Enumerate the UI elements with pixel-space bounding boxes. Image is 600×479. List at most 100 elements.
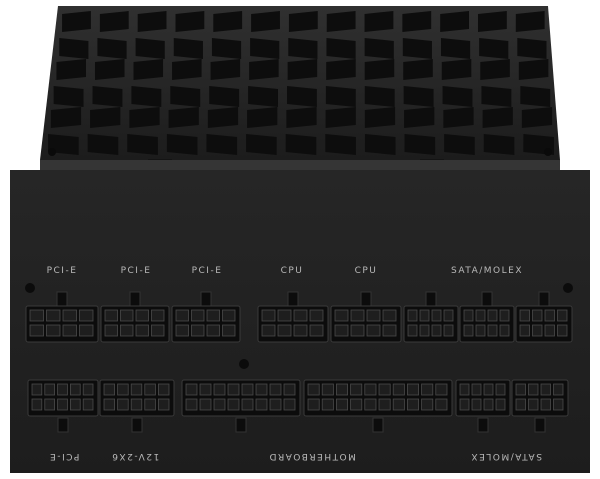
connector-pin bbox=[31, 398, 43, 411]
fan-grill-slot bbox=[288, 11, 318, 32]
connector-pin bbox=[321, 398, 334, 411]
fan-grill-slot bbox=[364, 107, 396, 128]
connector-latch bbox=[360, 291, 372, 307]
connector-pin bbox=[70, 383, 81, 396]
connector-pin bbox=[532, 324, 543, 337]
connector-pin bbox=[199, 398, 212, 411]
connector-pin bbox=[528, 398, 539, 411]
fan-grill-slot bbox=[517, 38, 547, 59]
connector-pin bbox=[130, 398, 143, 411]
fan-grill-slot bbox=[170, 86, 201, 107]
connector-pin bbox=[392, 383, 405, 396]
connector-pin bbox=[540, 383, 551, 396]
label-12v-2x6: 12V-2X6 bbox=[111, 451, 159, 461]
fan-grill-slot bbox=[326, 38, 356, 59]
connector-pin bbox=[483, 383, 494, 396]
fan-grill-slot bbox=[402, 38, 432, 59]
connector-pin bbox=[421, 383, 434, 396]
fan-grill-slot bbox=[209, 86, 240, 107]
fan-grill-slot bbox=[515, 11, 545, 32]
connector-pin bbox=[487, 309, 498, 322]
connector-pin bbox=[495, 383, 506, 396]
label-motherboard: MOTHERBOARD bbox=[268, 451, 356, 461]
connector-latch bbox=[425, 291, 437, 307]
fan-grill-slot bbox=[99, 11, 129, 32]
connector-pin bbox=[515, 398, 526, 411]
connector-pin bbox=[57, 383, 68, 396]
fan-grill-slot bbox=[127, 134, 158, 155]
connector-pin bbox=[79, 309, 94, 322]
connector-pin bbox=[350, 398, 363, 411]
fan-grill-slot bbox=[287, 59, 318, 80]
connector-pin bbox=[309, 309, 324, 322]
connector-latch bbox=[287, 291, 299, 307]
connector-pin bbox=[392, 398, 405, 411]
label-pcie-3: PCI-E bbox=[192, 266, 223, 276]
connector-pin bbox=[277, 324, 292, 337]
fan-grill-slot bbox=[137, 11, 167, 32]
connector-pin bbox=[419, 309, 430, 322]
connector-pin bbox=[443, 309, 454, 322]
fan-grill-slot bbox=[520, 86, 551, 107]
fan-grill-slot bbox=[92, 86, 123, 107]
fan-grill-slot bbox=[173, 38, 203, 59]
fan-grill-slot bbox=[444, 134, 475, 155]
connector-pin bbox=[443, 324, 454, 337]
fan-grill-slot bbox=[175, 11, 205, 32]
fan-grill-slot bbox=[440, 11, 469, 32]
case-edge bbox=[40, 160, 560, 170]
connector-latch bbox=[538, 291, 550, 307]
connector-pin bbox=[104, 309, 118, 322]
connector-pin bbox=[175, 324, 189, 337]
connector-pin bbox=[463, 324, 474, 337]
connector-pin bbox=[471, 398, 482, 411]
fan-grill-slot bbox=[166, 134, 198, 155]
fan-grill-slot bbox=[135, 38, 165, 59]
fan-grill-slot bbox=[364, 134, 396, 155]
connector-pin bbox=[261, 324, 276, 337]
fan-grill-slot bbox=[402, 11, 432, 32]
connector-pin bbox=[222, 324, 236, 337]
connector-pin bbox=[277, 309, 292, 322]
panel-screw-left bbox=[25, 283, 35, 293]
fan-grill-slot bbox=[479, 38, 509, 59]
connector-pin bbox=[495, 398, 506, 411]
fan-grill-slot bbox=[477, 11, 507, 32]
connector-pin bbox=[29, 309, 44, 322]
connector-pin bbox=[335, 383, 348, 396]
connector-pin bbox=[120, 309, 134, 322]
top-screw-left bbox=[48, 148, 56, 156]
connector-pin bbox=[213, 383, 226, 396]
connector-pin bbox=[293, 309, 308, 322]
connector-latch bbox=[477, 417, 489, 433]
connector-pin bbox=[70, 398, 81, 411]
connector-pin bbox=[335, 398, 348, 411]
connector-pin bbox=[213, 398, 226, 411]
connector-pin bbox=[144, 383, 156, 396]
label-sata-molex-top: SATA/MOLEX bbox=[451, 266, 523, 276]
connector-pin bbox=[519, 309, 530, 322]
connector-pin bbox=[307, 383, 320, 396]
connector-pin bbox=[475, 324, 486, 337]
fan-grill-slot bbox=[364, 86, 395, 107]
connector-pin bbox=[269, 383, 282, 396]
connector-pin bbox=[191, 324, 205, 337]
connector-pin bbox=[463, 309, 474, 322]
connector-pin bbox=[31, 383, 43, 396]
connector-pin bbox=[120, 324, 134, 337]
connector-pin bbox=[130, 383, 143, 396]
fan-grill-slot bbox=[207, 107, 239, 128]
connector-pin bbox=[261, 309, 276, 322]
connector-pin bbox=[540, 398, 551, 411]
connector-pin bbox=[241, 383, 254, 396]
fan-grill-slot bbox=[246, 134, 277, 155]
connector-pin bbox=[185, 398, 198, 411]
connector-pin bbox=[544, 324, 555, 337]
connector-pin bbox=[44, 398, 55, 411]
connector-latch bbox=[56, 291, 68, 307]
connector-pin bbox=[431, 324, 442, 337]
connector-pin bbox=[499, 309, 510, 322]
label-pcie-bottom: PCI-E bbox=[49, 451, 80, 461]
fan-grill-slot bbox=[326, 11, 356, 32]
connector-pin bbox=[227, 383, 240, 396]
